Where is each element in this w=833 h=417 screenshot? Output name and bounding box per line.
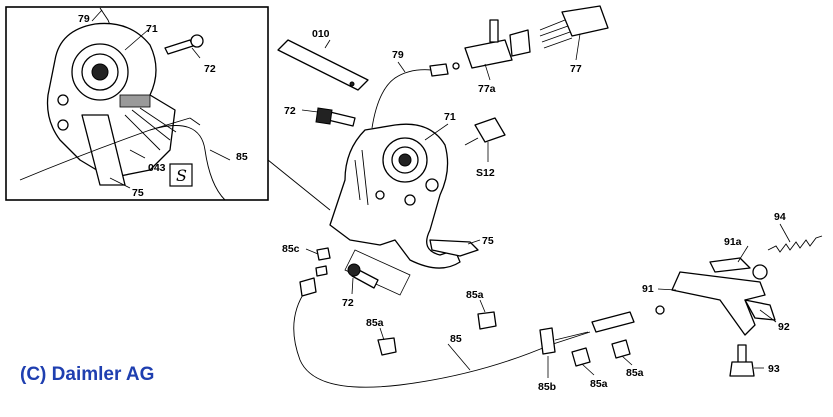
label-93: 93	[768, 363, 780, 375]
label-77: 77	[570, 63, 582, 75]
label-inset-79: 79	[78, 13, 90, 25]
label-85: 85	[450, 333, 462, 345]
label-75: 75	[482, 235, 494, 247]
label-79: 79	[392, 49, 404, 61]
svg-text:S: S	[176, 166, 187, 185]
label-71: 71	[444, 111, 456, 123]
label-inset-72: 72	[204, 63, 216, 75]
label-77a: 77a	[478, 83, 496, 95]
label-91: 91	[642, 283, 654, 295]
label-s12: S12	[476, 167, 495, 179]
label-92: 92	[778, 321, 790, 333]
label-85a-3: 85a	[590, 378, 608, 390]
label-72-bottom: 72	[342, 297, 354, 309]
label-inset-043: 043	[148, 162, 166, 174]
label-inset-75: 75	[132, 187, 144, 199]
main-assembly: 010 79 77a 77 72 71 S12 75 85c 72 85a 85…	[277, 5, 823, 393]
label-85a-2: 85a	[366, 317, 384, 329]
detail-inset: S 79 71 72 043 85 75	[5, 6, 269, 201]
label-85a-1: 85a	[466, 289, 484, 301]
label-85c: 85c	[282, 243, 300, 255]
label-91a: 91a	[724, 236, 742, 248]
label-inset-85: 85	[236, 151, 248, 163]
label-72-top: 72	[284, 105, 296, 117]
label-85a-4: 85a	[626, 367, 644, 379]
label-94: 94	[774, 211, 786, 223]
copyright-notice: (C) Daimler AG	[20, 364, 155, 385]
label-inset-71: 71	[146, 23, 158, 35]
label-85b: 85b	[538, 381, 556, 393]
label-010: 010	[312, 28, 330, 40]
